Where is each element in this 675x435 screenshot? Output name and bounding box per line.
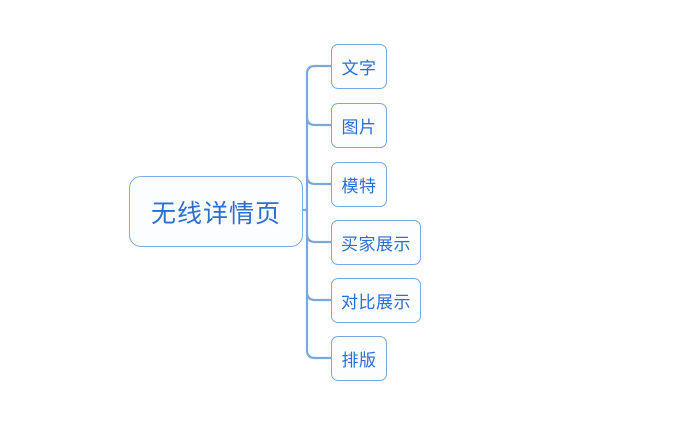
mindmap-child-label-2: 图片 (341, 118, 377, 138)
connector-branch-5 (305, 349, 331, 360)
mindmap-child-label-4: 买家展示 (341, 235, 411, 255)
connector-branch-4 (305, 291, 331, 302)
mindmap-root-label: 无线详情页 (150, 198, 281, 228)
mindmap-child-node-2[interactable]: 图片 (331, 103, 387, 148)
mindmap-child-node-4[interactable]: 买家展示 (331, 220, 421, 265)
mindmap-child-label-3: 模特 (341, 177, 377, 197)
connector-branch-0 (305, 64, 331, 75)
mindmap-child-node-3[interactable]: 模特 (331, 162, 387, 207)
mindmap-child-label-5: 对比展示 (341, 293, 411, 313)
mindmap-child-node-5[interactable]: 对比展示 (331, 278, 421, 323)
mindmap-root-node[interactable]: 无线详情页 (129, 176, 303, 247)
connector-branch-2 (305, 175, 331, 186)
connector-branch-1 (305, 116, 331, 127)
mindmap-child-label-1: 文字 (341, 59, 377, 79)
connector-branch-3 (305, 233, 331, 244)
mindmap-child-node-6[interactable]: 排版 (331, 336, 387, 381)
mindmap-child-label-6: 排版 (341, 351, 377, 371)
mindmap-child-node-1[interactable]: 文字 (331, 44, 387, 89)
